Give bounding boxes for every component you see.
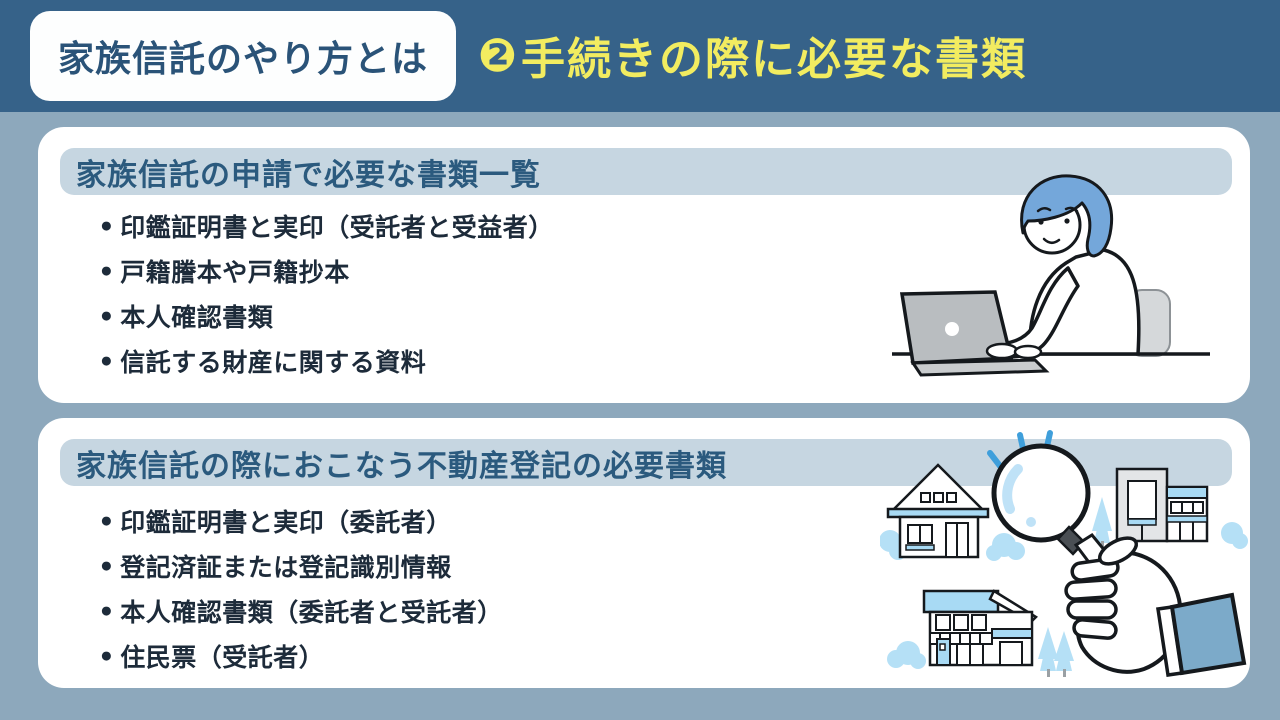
list-item-label: 本人確認書類（委託者と受託者） bbox=[120, 598, 503, 627]
list-item-label: 戸籍謄本や戸籍抄本 bbox=[120, 258, 350, 287]
list-item-label: 住民票（受託者） bbox=[120, 643, 325, 672]
series-title-badge: 家族信託のやり方とは bbox=[30, 11, 456, 101]
list-item: ● 戸籍謄本や戸籍抄本 bbox=[100, 248, 554, 293]
list-item: ● 本人確認書類（委託者と受託者） bbox=[100, 588, 503, 633]
list-item: ● 印鑑証明書と実印（受託者と受益者） bbox=[100, 203, 554, 248]
list-item-label: 登記済証または登記識別情報 bbox=[120, 553, 452, 582]
list-item-label: 本人確認書類 bbox=[120, 303, 274, 332]
bullet-icon: ● bbox=[100, 599, 114, 622]
list-item: ● 本人確認書類 bbox=[100, 293, 554, 338]
bullet-icon: ● bbox=[100, 214, 114, 237]
list-item-label: 印鑑証明書と実印（受託者と受益者） bbox=[120, 213, 554, 242]
list-item-label: 信託する財産に関する資料 bbox=[120, 348, 427, 377]
bullet-icon: ● bbox=[100, 509, 114, 532]
card1-document-list: ● 印鑑証明書と実印（受託者と受益者） ● 戸籍謄本や戸籍抄本 ● 本人確認書類 ● 信… bbox=[100, 203, 554, 383]
card-registration-documents: 家族信託の際におこなう不動産登記の必要書類 ● 印鑑証明書と実印（委託者） ● 登記… bbox=[38, 418, 1250, 688]
list-item: ● 印鑑証明書と実印（委託者） bbox=[100, 498, 503, 543]
card2-title: 家族信託の際におこなう不動産登記の必要書類 bbox=[76, 449, 727, 483]
list-item: ● 信託する財産に関する資料 bbox=[100, 338, 554, 383]
list-item-label: 印鑑証明書と実印（委託者） bbox=[120, 508, 452, 537]
bullet-icon: ● bbox=[100, 349, 114, 372]
card-application-documents: 家族信託の申請で必要な書類一覧 ● 印鑑証明書と実印（受託者と受益者） ● 戸籍謄本… bbox=[38, 127, 1250, 403]
card2-document-list: ● 印鑑証明書と実印（委託者） ● 登記済証または登記識別情報 ● 本人確認書類（委託… bbox=[100, 498, 503, 678]
list-item: ● 登記済証または登記識別情報 bbox=[100, 543, 503, 588]
card1-title: 家族信託の申請で必要な書類一覧 bbox=[76, 158, 541, 192]
bullet-icon: ● bbox=[100, 259, 114, 282]
page-title: ❷ 手続きの際に必要な書類 bbox=[478, 0, 1027, 110]
bullet-icon: ● bbox=[100, 644, 114, 667]
bullet-icon: ● bbox=[100, 554, 114, 577]
page-title-label: 手続きの際に必要な書類 bbox=[520, 35, 1027, 84]
woman-typing-on-laptop-illustration bbox=[892, 174, 1210, 377]
series-title-label: 家族信託のやり方とは bbox=[57, 38, 428, 79]
step-number-icon: ❷ bbox=[478, 29, 519, 81]
bullet-icon: ● bbox=[100, 304, 114, 327]
houses-and-magnifying-glass-illustration bbox=[880, 430, 1248, 677]
list-item: ● 住民票（受託者） bbox=[100, 633, 503, 678]
